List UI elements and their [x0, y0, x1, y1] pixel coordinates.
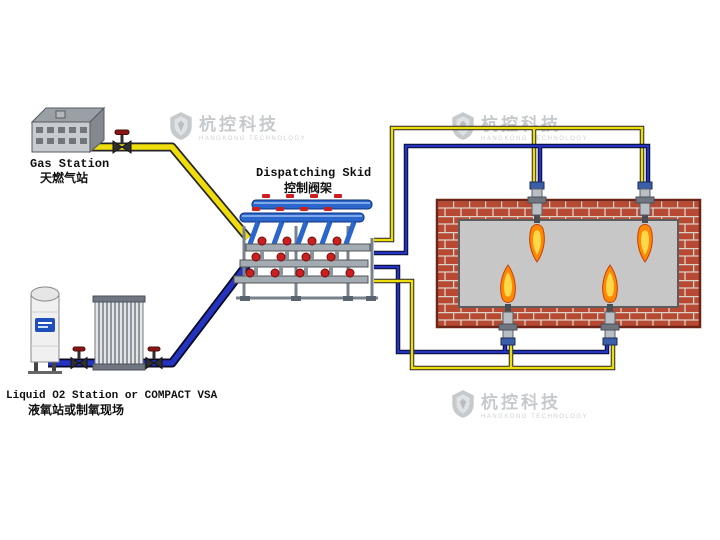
burner-bottom-left	[498, 304, 518, 346]
dispatching-skid-label-en: Dispatching Skid	[256, 166, 372, 180]
watermark-brand: 杭控科技	[199, 115, 279, 135]
watermark-subtitle: HANGKONG TECHNOLOGY	[481, 414, 589, 420]
watermark: 杭控科技 HANGKONG TECHNOLOGY	[450, 388, 588, 420]
watermark-logo-icon	[452, 390, 474, 418]
gas-pipe-main	[90, 142, 252, 241]
tank-brand-sticker	[35, 318, 55, 332]
gas-station-building	[30, 106, 106, 154]
skid-riser-pipes	[247, 221, 357, 245]
flame-top-right	[637, 224, 653, 263]
gas-shutoff-valve-icon	[112, 129, 132, 154]
o2-station-label-cn: 液氧站或制氧现场	[28, 403, 125, 417]
liquid-o2-tank	[28, 286, 62, 374]
gas-station-label-cn: 天燃气站	[40, 171, 89, 185]
skid-valve-handles	[252, 194, 342, 211]
o2-valve-1-icon	[70, 346, 88, 370]
gas-station-label-en: Gas Station	[30, 157, 110, 171]
flame-bottom-right	[602, 264, 618, 303]
watermark: 杭控科技 HANGKONG TECHNOLOGY	[168, 110, 306, 142]
watermark-logo-icon	[170, 112, 192, 140]
o2-valve-2-icon	[145, 346, 163, 370]
furnace	[435, 198, 702, 329]
burner-top-right	[635, 181, 655, 223]
dispatching-skid-label-cn: 控制阀架	[284, 181, 333, 195]
vaporizer	[92, 295, 146, 371]
burner-top-left	[527, 181, 547, 223]
gas-line-bottom-burners	[374, 278, 616, 371]
o2-station-label-en: Liquid O2 Station or COMPACT VSA	[6, 390, 218, 402]
flame-bottom-left	[500, 264, 516, 303]
watermark-subtitle: HANGKONG TECHNOLOGY	[199, 136, 307, 142]
o2-line-top-burners	[374, 143, 651, 256]
flame-top-left	[529, 224, 545, 263]
skid-valve-wheels	[245, 236, 355, 278]
watermark-brand: 杭控科技	[481, 393, 561, 413]
dispatching-skid	[233, 194, 378, 301]
oxygen-pipe-main	[48, 259, 253, 368]
burner-bottom-right	[600, 304, 620, 346]
